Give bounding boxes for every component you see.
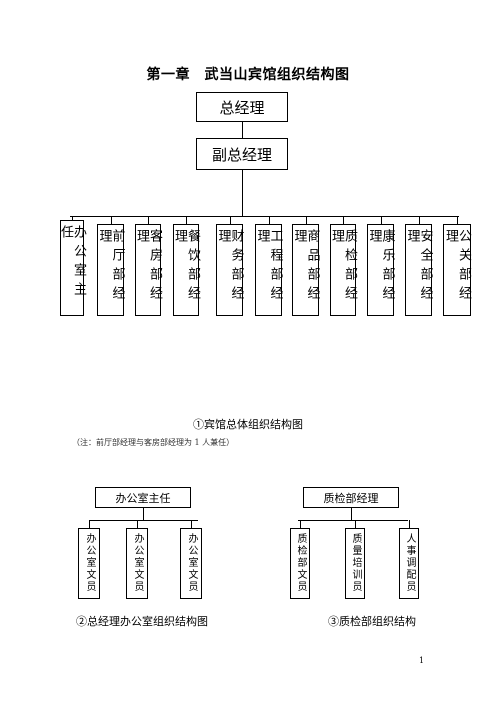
node-label: 财务部经理 [215,229,244,305]
connector [111,216,112,224]
connector-horizontal [89,520,198,521]
org-node: 人事调配员 [399,528,419,599]
chart-caption: ③质检部组织结构 [328,615,416,628]
node-label: 质量培训员 [350,533,361,593]
org-node: 前厅部经理 [96,224,125,316]
node-office-director: 办公室主任 [95,487,191,508]
org-node: 办公室文员 [78,528,100,599]
org-node: 质检部文员 [290,528,310,599]
org-node: 质检部经理 [329,224,357,316]
connector [89,520,90,528]
node-label: 办公室文员 [132,533,143,593]
node-label: 人事调配员 [404,533,415,593]
connector [230,216,231,224]
connector [343,216,344,224]
node-label: 办公室文员 [186,533,197,593]
node-label: 办公室主任 [115,491,171,505]
chart-note: （注：前厅部经理与客房部经理为 1 人兼任） [72,438,235,447]
page-title: 第一章 武当山宾馆组织结构图 [146,67,350,83]
connector [242,122,243,138]
connector [242,170,243,216]
node-label: 客房部经理 [134,229,162,305]
node-label: 质检部经理 [323,491,379,505]
node-label: 安全部经理 [404,229,433,305]
node-label: 办公室主任 [58,225,86,301]
connector [355,520,356,528]
node-label: 办公室文员 [84,533,95,593]
org-node: 财务部经理 [215,224,244,316]
connector-horizontal [298,520,408,521]
org-node: 质量培训员 [345,528,365,599]
node-deputy-general-manager: 副总经理 [196,138,288,170]
page-number: 1 [419,656,425,665]
node-label: 餐饮部经理 [172,229,200,305]
node-label: 康乐部经理 [366,229,395,305]
connector [419,216,420,224]
node-label: 质检部文员 [295,533,306,593]
org-node: 康乐部经理 [366,224,395,316]
connector [306,216,307,224]
connector [148,216,149,224]
node-label: 工程部经理 [254,229,283,305]
org-node: 公关部经理 [443,224,471,316]
connector [300,520,301,528]
connector [191,520,192,528]
connector [409,520,410,528]
connector [143,508,144,520]
chart-caption: ②总经理办公室组织结构图 [76,615,208,628]
connector [381,216,382,224]
connector-horizontal [70,216,459,217]
node-label: 总经理 [219,98,265,117]
org-node: 餐饮部经理 [172,224,200,316]
node-label: 副总经理 [211,145,272,164]
node-label: 质检部经理 [329,229,357,305]
chart-caption: ①宾馆总体组织结构图 [193,418,303,431]
node-label: 公关部经理 [443,229,471,305]
org-node: 客房部经理 [134,224,162,316]
org-node: 办公室文员 [180,528,202,599]
org-node: 安全部经理 [404,224,433,316]
connector [269,216,270,224]
connector [186,216,187,224]
node-general-manager: 总经理 [196,92,288,122]
node-qc-manager: 质检部经理 [303,487,399,508]
org-node: 办公室主任 [58,220,86,316]
org-node: 工程部经理 [254,224,283,316]
connector [137,520,138,528]
org-node: 商品部经理 [291,224,320,316]
node-label: 商品部经理 [291,229,320,305]
org-node: 办公室文员 [126,528,148,599]
connector [457,216,458,224]
node-label: 前厅部经理 [96,229,125,305]
connector [351,508,352,520]
